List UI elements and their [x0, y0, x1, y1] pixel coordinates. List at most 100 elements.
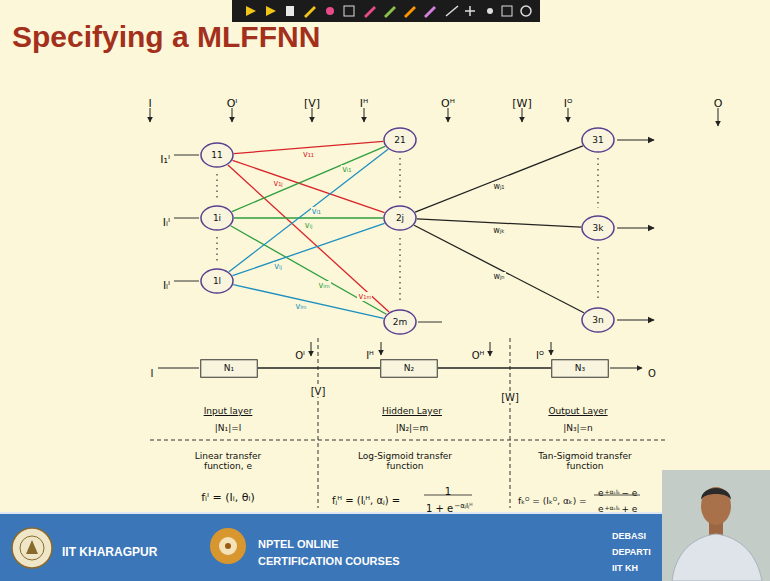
ellipsis-dots: [216, 174, 217, 199]
diagram-label: Oᴵ: [295, 350, 305, 361]
diagram-label: +αₖIₖ: [605, 488, 621, 495]
footer-text: DEPARTI: [612, 547, 651, 557]
node-label: 31: [592, 135, 603, 145]
label-box: IIT KH: [612, 557, 638, 575]
label-box: DEBASI: [612, 525, 646, 543]
weight-label: v₁ₘ: [357, 292, 372, 301]
weight-label-box: vᵢₘ: [317, 274, 330, 292]
footer-text: IIT KH: [612, 563, 638, 573]
input-line: [174, 281, 199, 282]
label-box: − e: [621, 482, 637, 500]
weight-label: vᵢ₁: [341, 165, 352, 174]
node-label: 1l: [213, 276, 221, 286]
weight-label-box: vₗₘ: [294, 295, 307, 313]
diagram-label: Input layer: [204, 406, 253, 416]
weight-label-box: v₁₁: [302, 143, 315, 161]
label-box: Tan-Sigmoid transfer function: [530, 451, 640, 473]
label-box: Log-Sigmoid transfer function: [350, 451, 460, 473]
ellipsis-dots: [217, 158, 598, 302]
weight-connection: [234, 217, 383, 218]
diagram-label: 1 + e: [426, 503, 453, 514]
diagram-label: Iᴴ: [366, 350, 374, 361]
label-box: Iₗᴵ: [163, 275, 170, 293]
label-box: Iᵢᴵ: [163, 212, 170, 230]
weight-label: v₁ⱼ: [272, 179, 283, 188]
weight-label: v₁₁: [302, 150, 315, 159]
nptel-logo: [225, 543, 231, 549]
label-box: |N₃|=n: [563, 417, 593, 435]
toolbar: [384, 6, 396, 18]
diagram-label: − e: [621, 488, 637, 498]
signal-arrow: [364, 108, 365, 122]
label-box: Iᴼ: [564, 93, 573, 111]
label-box: Hidden Layer: [382, 400, 442, 418]
label-box: +αₖIₖ: [605, 480, 621, 498]
label-box: CERTIFICATION COURSES: [258, 551, 400, 569]
nptel-logo: [210, 528, 246, 564]
node-label: 2j: [396, 213, 404, 223]
block-line: [610, 368, 642, 369]
label-box: O: [648, 363, 656, 381]
weight-connection: [229, 149, 388, 272]
label-box: |N₁|=l: [215, 417, 241, 435]
label-box: DEPARTI: [612, 541, 651, 559]
weight-label: vᵢₘ: [317, 281, 330, 290]
weight-connection: [258, 367, 380, 368]
output-arrow: [617, 319, 654, 320]
toolbar: [246, 6, 256, 16]
toolbar: [521, 6, 531, 16]
label-box: 1: [445, 481, 451, 499]
toolbar: [465, 6, 475, 16]
label-box: Input layer: [204, 400, 253, 418]
signal-arrow: [312, 108, 313, 122]
input-line: [174, 155, 442, 322]
weight-label-box: vₗⱼ: [273, 255, 282, 273]
diagram-label: [V]: [309, 386, 328, 397]
diagram-label: Linear transfer function, e: [183, 451, 273, 472]
label-box: −αⱼIⱼᴴ: [454, 494, 472, 512]
neuron-circle: 3k: [581, 215, 615, 241]
diagram-label: Oᴴ: [441, 97, 455, 110]
weight-label: vₗⱼ: [273, 262, 282, 271]
diagram-label: O: [714, 97, 723, 110]
toolbar: [286, 6, 294, 16]
layer-divider: [510, 338, 511, 508]
node-label: 21: [394, 135, 405, 145]
neuron-outline: [201, 143, 233, 167]
neuron-outline: [384, 206, 416, 230]
ellipsis-dots: [399, 238, 400, 302]
iit-logo: [12, 528, 52, 568]
diagram-label: |N₂|=m: [396, 423, 429, 433]
diagram-label: Log-Sigmoid transfer function: [350, 451, 460, 472]
diagram-label: I₁ᴵ: [160, 153, 170, 166]
diagram-label: +αₖIₖ: [605, 504, 621, 511]
nptel-logo: [210, 528, 246, 564]
signal-arrow: [448, 108, 449, 122]
diagram-label: Iᴼ: [564, 97, 573, 110]
toolbar: [502, 6, 512, 16]
node-label: N₂: [404, 363, 414, 373]
weight-label: vₗₘ: [294, 302, 307, 311]
label-box: [W]: [512, 93, 531, 111]
layer-box: N₃: [551, 359, 609, 378]
weight-label-box: vₗ₁: [311, 200, 322, 218]
diagram-label: fₖᴼ = (Iₖᴼ, αₖ) =: [518, 496, 587, 506]
label-box: fⱼᴴ = (Iⱼᴴ, αⱼ) =: [332, 490, 400, 508]
diagram-label: Oᴵ: [227, 97, 238, 110]
node-label: 11: [211, 150, 222, 160]
input-line: [418, 322, 442, 323]
diagram-label: 1: [445, 486, 451, 497]
label-box: Oᴵ: [227, 93, 238, 111]
neuron-outline: [384, 310, 416, 334]
toolbar: [266, 6, 276, 16]
presenter-video: [662, 470, 770, 581]
diagram-label: [V]: [304, 97, 320, 110]
slide-title: Specifying a MLFFNN: [12, 20, 320, 53]
signal-arrow: [522, 108, 523, 122]
fraction-bar: [424, 495, 640, 496]
weight-connection: [233, 223, 385, 275]
diagram-label: Oᴴ: [472, 350, 485, 361]
layer-divider: [150, 338, 665, 508]
ellipsis-dots: [597, 158, 598, 208]
